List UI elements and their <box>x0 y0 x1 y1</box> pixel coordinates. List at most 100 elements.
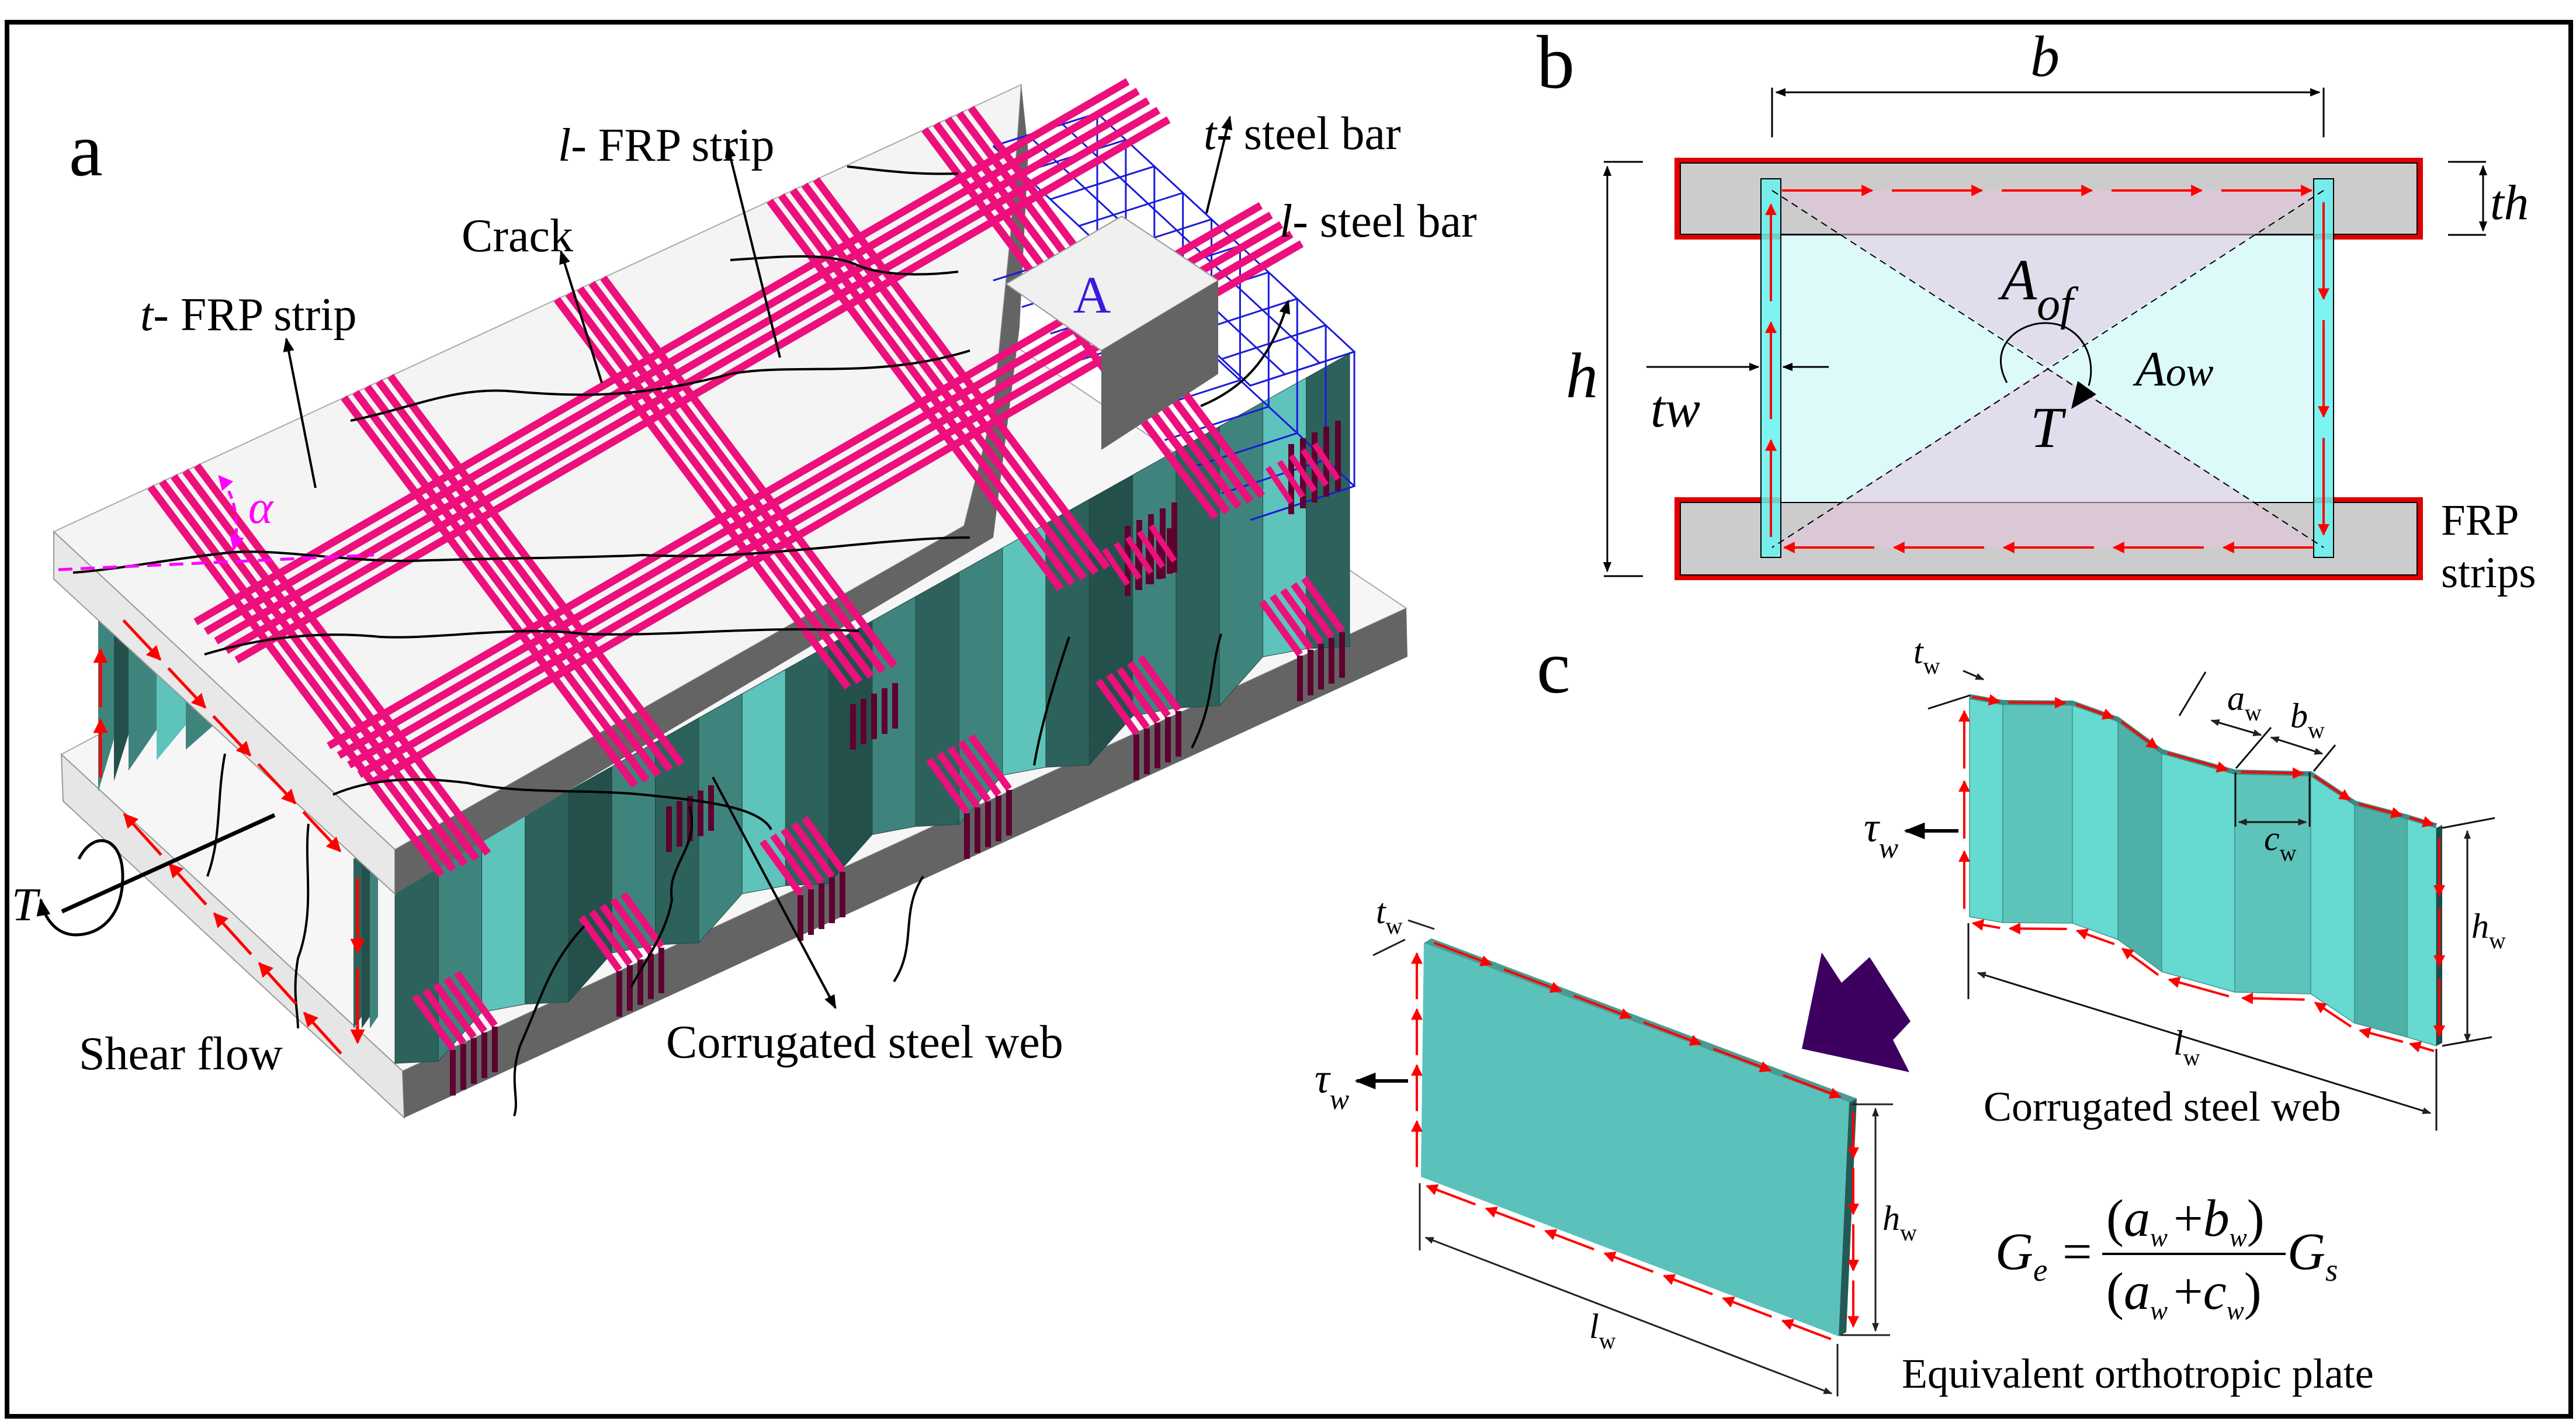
crack-line <box>350 349 970 422</box>
crack-line <box>730 255 959 276</box>
plate-lw-line <box>1424 1236 1833 1395</box>
shear-flow-arrow <box>168 862 207 906</box>
corrugated-web-title: Corrugated steel web <box>1984 1083 2341 1130</box>
aw-ext-2 <box>2235 727 2272 769</box>
t-frp-strip <box>1127 661 1171 718</box>
bw-sub: w <box>2308 717 2325 743</box>
panel-c: c tw aw bw cw hw lw <box>1315 625 2506 1397</box>
block-a-side <box>1101 280 1218 450</box>
shear-flow-arrow <box>303 1011 342 1055</box>
t-frp-strip <box>364 384 661 778</box>
t-frp-strip <box>159 479 456 872</box>
corrugated-dimensions <box>1927 670 2495 1131</box>
t-frp-strip <box>770 833 814 890</box>
shear-flow-arrow <box>2313 775 2352 801</box>
num-open: ( <box>2106 1190 2124 1247</box>
shear-flow-arrow <box>257 762 297 805</box>
crack-line <box>332 778 772 830</box>
cw-sub: w <box>2280 840 2297 866</box>
shear-flow-arrow <box>1503 968 1562 993</box>
shear-flow-arrow <box>2120 720 2159 750</box>
shear-flow-arrow <box>123 813 162 856</box>
web-end-fold <box>362 854 370 1028</box>
t-frp-strip <box>802 816 845 873</box>
t-frp-strip <box>937 751 980 809</box>
t-frp-strip <box>553 297 851 690</box>
t-frp-strip <box>767 198 1064 591</box>
shear-flow-arrow <box>1485 1207 1535 1228</box>
crack-line <box>294 823 310 1029</box>
panel-label-c: c <box>1537 625 1570 709</box>
t-frp-strip <box>1125 536 1154 574</box>
lw-line <box>1977 972 2432 1114</box>
lw-main: l <box>1589 1307 1599 1346</box>
shear-flow-arrow <box>1972 694 2001 706</box>
area-ow-label: Aow <box>2133 342 2214 397</box>
corrugation-fold <box>2234 774 2311 994</box>
corr-tau-label: τw <box>1864 804 1898 864</box>
torque-symbol: T <box>12 813 276 937</box>
t-frp-strip <box>341 395 639 788</box>
alpha-reference-dashed-line <box>58 553 375 571</box>
crack-line <box>847 165 959 175</box>
t-frp-strip <box>1300 448 1329 487</box>
crack-line <box>72 536 970 574</box>
shear-flow-arrow <box>2121 947 2159 976</box>
tw-ext-1 <box>1927 694 1971 710</box>
corr-hw-label: hw <box>2471 907 2506 954</box>
t-frp-strip <box>791 822 835 879</box>
label-shear-flow: Shear flow <box>79 1028 283 1080</box>
aw-sub: w <box>2245 699 2262 726</box>
crack-line <box>1033 636 1070 766</box>
web-fold-panel <box>785 644 830 886</box>
web-fold-panel <box>525 790 569 1005</box>
alpha-arc-arrow <box>218 475 244 551</box>
l-frp-text: - FRP strip <box>571 120 774 171</box>
shear-flow-arrow <box>1783 1074 1842 1099</box>
web-fold-panel <box>394 863 439 1064</box>
t-frp-strip <box>588 280 886 674</box>
label-l-steel-bar: l- steel bar <box>1280 196 1477 247</box>
t-frp-strip <box>1288 454 1318 493</box>
t-frp-strip <box>1117 667 1160 724</box>
t-frp-strip <box>781 827 824 885</box>
t-frp-strip <box>589 909 633 966</box>
num-b: b <box>2203 1190 2230 1247</box>
corrugation-fold <box>2002 704 2073 924</box>
cracks <box>72 165 1222 1117</box>
shear-modulus-equation: Ge = (aw+bw) (aw+cw) Gs <box>1995 1190 2338 1325</box>
transverse-steel-bar <box>1050 165 1155 200</box>
web-fold-panel <box>481 814 526 1013</box>
web-end-fold <box>370 854 378 1028</box>
bw-main: b <box>2290 696 2308 735</box>
t-frp-strip <box>454 971 498 1028</box>
t-frp-strip <box>760 839 803 896</box>
shear-flow-arrow <box>258 962 297 1005</box>
eq-rhs-main: G <box>2287 1223 2325 1281</box>
torque-label: T <box>12 879 41 931</box>
dimension-b <box>1771 88 2325 137</box>
figure-border <box>5 20 2573 1419</box>
t-frp-strip <box>1301 576 1345 633</box>
den-c-sub: w <box>2227 1296 2244 1325</box>
t-frp-strip <box>1136 530 1166 569</box>
t-frp-strip <box>1259 599 1303 657</box>
label-l-frp-strip: l- FRP strip <box>558 120 774 171</box>
num-a: a <box>2124 1190 2150 1247</box>
plate-lw-label: lw <box>1589 1307 1616 1354</box>
eq-numerator: (aw+bw) <box>2106 1190 2265 1252</box>
shear-flow-arrow <box>302 810 342 852</box>
shear-flow-arrows-b <box>1765 185 2329 553</box>
tau-sub: w <box>1879 831 1898 864</box>
transverse-steel-bar <box>1192 432 1298 468</box>
crack-line <box>513 925 585 1117</box>
l-prefix: l <box>558 120 571 171</box>
t-frp-strip <box>578 915 622 972</box>
crack-line <box>1191 633 1222 748</box>
hw-main: h <box>2471 907 2489 945</box>
t-frp-strip <box>599 903 643 961</box>
t-frp-text: - FRP strip <box>153 289 356 341</box>
plate-hw-label: hw <box>1882 1199 1917 1246</box>
